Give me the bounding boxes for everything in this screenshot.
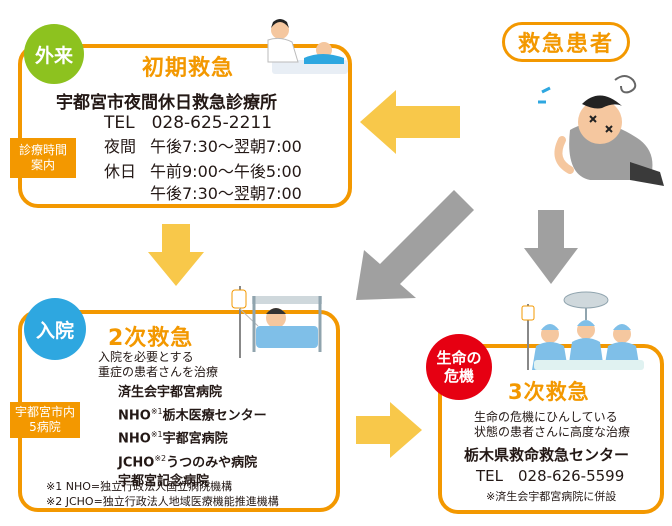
inpatient-badge: 入院 [24, 298, 86, 360]
secondary-care-title: 2次救急 [108, 326, 194, 351]
primary-tel: TEL 028-625-2211 [104, 113, 273, 133]
secondary-desc-line1: 入院を必要とする [98, 350, 194, 364]
tertiary-care-title: 3次救急 [508, 380, 590, 404]
city-hospitals-tag: 宇都宮市内 5病院 [10, 402, 80, 438]
hospital-item: 宇都宮記念病院 [118, 473, 210, 489]
patient-label: 救急患者 [517, 32, 614, 57]
life-crisis-badge-line1: 生命の [436, 349, 482, 367]
hospital-item: JCHO※2うつのみや病院 [118, 453, 258, 470]
doctor-examining-illustration [267, 19, 348, 74]
arrow-patient-to-secondary [356, 190, 474, 300]
tertiary-facility-name: 栃木県救命救急センター [464, 446, 630, 464]
outpatient-badge-text: 外来 [34, 44, 73, 67]
primary-care-title: 初期救急 [142, 56, 235, 81]
secondary-desc-line2: 重症の患者さんを治療 [98, 365, 219, 379]
hours-tag-line2: 案内 [30, 158, 55, 172]
patient-label-box: 救急患者 [502, 22, 630, 62]
night-hours: 午後7:30～翌朝7:00 [150, 137, 302, 156]
footnote-jcho: ※2 JCHO=独立行政法人地域医療機能推進機構 [46, 495, 279, 508]
tertiary-desc-line2: 状態の患者さんに高度な治療 [474, 425, 631, 439]
hospital-item: NHO※1宇都宮病院 [118, 430, 228, 447]
tertiary-note: ※済生会宇都宮病院に併設 [486, 490, 617, 503]
arrow-patient-to-tertiary [524, 210, 578, 284]
arrow-secondary-to-tertiary [356, 402, 422, 458]
life-crisis-badge-line2: 危機 [443, 367, 474, 385]
city-hospitals-tag-line1: 宇都宮市内 [14, 405, 75, 419]
arrow-primary-to-secondary [148, 224, 204, 286]
holiday-hours-morning: 午前9:00～午後5:00 [150, 162, 302, 181]
arrow-patient-to-primary [360, 90, 460, 154]
collapsed-patient-illustration [538, 75, 664, 186]
tertiary-tel: TEL 028-626-5599 [476, 467, 625, 485]
footnote-nho: ※1 NHO=独立行政法人国立病院機構 [46, 480, 233, 493]
hospital-item: 済生会宇都宮病院 [118, 385, 223, 400]
life-crisis-badge: 生命の 危機 [426, 334, 492, 400]
hospital-list: 済生会宇都宮病院 NHO※1栃木医療センター NHO※1宇都宮病院 JCHO※2… [118, 383, 267, 491]
city-hospitals-tag-line2: 5病院 [29, 420, 61, 434]
hours-tag: 診療時間 案内 [10, 138, 76, 178]
primary-facility-name: 宇都宮市夜間休日救急診療所 [56, 93, 277, 113]
holiday-label: 休日 [104, 162, 137, 181]
inpatient-badge-text: 入院 [35, 319, 74, 342]
surgical-team-illustration [521, 291, 644, 370]
hospital-bed-patient-illustration [231, 286, 322, 358]
night-label: 夜間 [104, 137, 137, 156]
hours-tag-line1: 診療時間 [18, 143, 67, 157]
hospital-item: NHO※1栃木医療センター [118, 407, 267, 424]
holiday-hours-night: 午後7:30～翌朝7:00 [150, 184, 302, 203]
outpatient-badge: 外来 [24, 24, 84, 84]
tertiary-desc-line1: 生命の危機にひんしている [474, 410, 618, 424]
